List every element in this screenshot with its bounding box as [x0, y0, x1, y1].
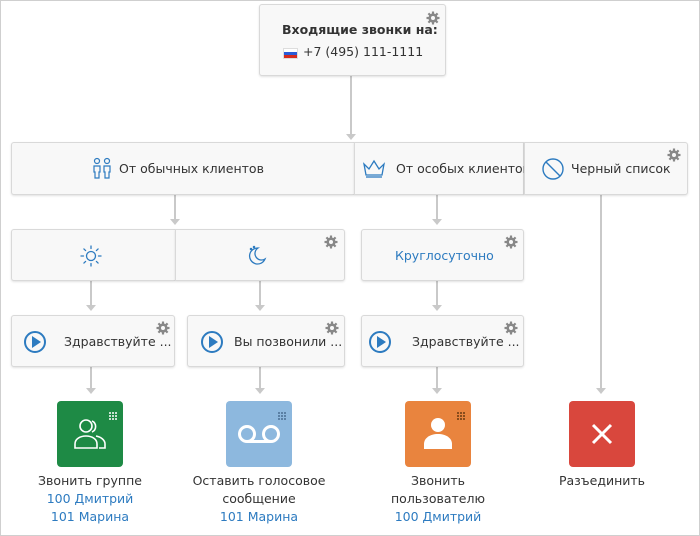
gear-icon[interactable]	[325, 321, 339, 335]
connector	[436, 195, 438, 221]
disconnect-tile[interactable]	[569, 401, 635, 467]
connector-arrow	[432, 388, 442, 394]
close-icon	[591, 423, 613, 449]
connector	[90, 367, 92, 389]
call-user-tile[interactable]	[405, 401, 471, 467]
disconnect-label: Разъединить	[558, 473, 646, 488]
connector-arrow	[432, 219, 442, 225]
people-icon	[90, 156, 114, 184]
connector-arrow	[86, 305, 96, 311]
call-user-caption: Звонить пользователю 100 Дмитрий	[368, 472, 508, 526]
grid-dots-icon	[277, 406, 287, 425]
branch-blacklist-label: Черный список	[571, 161, 671, 176]
grid-dots-icon	[108, 406, 118, 425]
greeting-label-2: Вы позвонили ...	[234, 334, 343, 349]
gear-icon[interactable]	[156, 321, 170, 335]
incoming-phone-number: +7 (495) 111-1111	[303, 44, 424, 59]
voicemail-caption: Оставить голосовое сообщение 101 Марина	[186, 472, 332, 526]
voicemail-label-line2: сообщение	[222, 491, 296, 506]
greeting-node-2[interactable]: Вы позвонили ...	[187, 315, 345, 367]
branch-regular-clients[interactable]: От обычных клиентов	[11, 142, 354, 195]
around-clock-link[interactable]: Круглосуточно	[395, 248, 494, 263]
greeting-label-3: Здравствуйте ...	[412, 334, 520, 349]
connector-arrow	[86, 388, 96, 394]
play-icon[interactable]	[369, 331, 391, 353]
gear-icon[interactable]	[426, 11, 440, 25]
call-user-label-line1: Звонить	[411, 473, 465, 488]
user-link[interactable]: 101 Марина	[50, 509, 130, 524]
moon-icon	[246, 245, 268, 271]
prohibited-icon	[541, 157, 565, 185]
connector	[350, 76, 352, 136]
branch-regular-label: От обычных клиентов	[119, 161, 264, 176]
incoming-calls-node[interactable]: Входящие звонки на: +7 (495) 111-1111	[259, 4, 446, 76]
connector-arrow	[346, 134, 356, 140]
branch-special-label: От особых клиентов	[396, 161, 531, 176]
schedule-around-clock[interactable]: Круглосуточно	[361, 229, 524, 281]
connector	[174, 195, 176, 221]
connector	[90, 281, 92, 307]
connector	[259, 367, 261, 389]
gear-icon[interactable]	[504, 321, 518, 335]
russia-flag-icon	[283, 48, 298, 59]
gear-icon[interactable]	[667, 148, 681, 162]
branch-blacklist[interactable]: Черный список	[524, 142, 688, 195]
gear-icon[interactable]	[504, 235, 518, 249]
greeting-node-3[interactable]: Здравствуйте ...	[361, 315, 524, 367]
connector-arrow	[432, 305, 442, 311]
user-link[interactable]: 101 Марина	[219, 509, 299, 524]
voicemail-tile[interactable]	[226, 401, 292, 467]
user-link[interactable]: 100 Дмитрий	[46, 491, 134, 506]
voicemail-icon	[237, 423, 281, 449]
user-icon	[422, 415, 454, 455]
branch-special-clients[interactable]: От особых клиентов	[354, 142, 530, 195]
play-icon[interactable]	[201, 331, 223, 353]
connector-arrow	[255, 388, 265, 394]
gear-icon[interactable]	[324, 235, 338, 249]
call-group-label: Звонить группе	[38, 473, 142, 488]
crown-icon	[362, 157, 386, 183]
grid-dots-icon	[456, 406, 466, 425]
connector	[436, 367, 438, 389]
incoming-calls-title: Входящие звонки на:	[282, 22, 438, 37]
call-group-tile[interactable]	[57, 401, 123, 467]
play-icon[interactable]	[24, 331, 46, 353]
voicemail-label-line1: Оставить голосовое	[192, 473, 326, 488]
schedule-night[interactable]	[175, 229, 345, 281]
group-users-icon	[72, 416, 108, 454]
connector-arrow	[596, 388, 606, 394]
connector-arrow	[170, 219, 180, 225]
schedule-day[interactable]	[11, 229, 175, 281]
sun-icon	[80, 245, 102, 271]
greeting-node-1[interactable]: Здравствуйте ...	[11, 315, 175, 367]
connector	[436, 281, 438, 307]
user-link[interactable]: 100 Дмитрий	[394, 509, 482, 524]
connector	[259, 281, 261, 307]
connector	[600, 195, 602, 389]
call-group-caption: Звонить группе 100 Дмитрий 101 Марина	[20, 472, 160, 526]
call-user-label-line2: пользователю	[391, 491, 485, 506]
greeting-label-1: Здравствуйте ...	[64, 334, 172, 349]
disconnect-caption: Разъединить	[532, 472, 672, 490]
connector-arrow	[255, 305, 265, 311]
